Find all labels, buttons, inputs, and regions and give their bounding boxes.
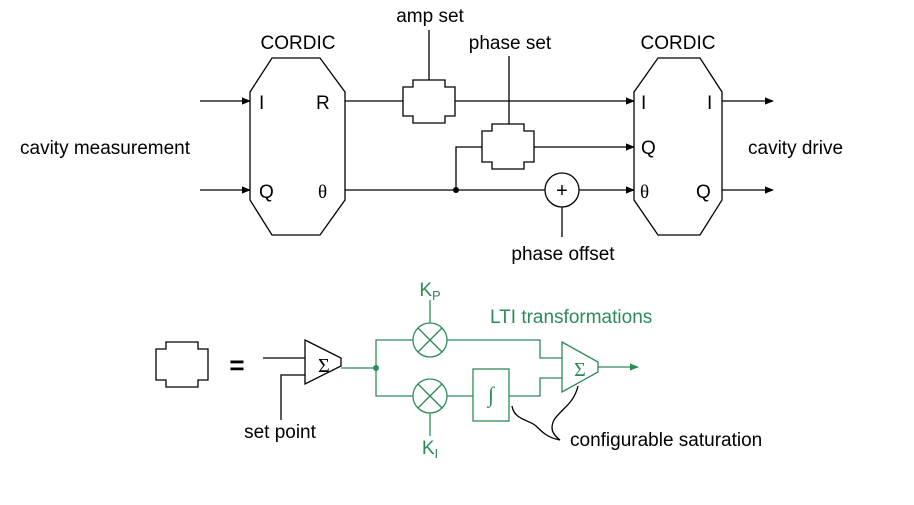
kp-subscript: P [432,288,441,303]
cavity-drive-label: cavity drive [748,138,843,159]
saturation-curve-output [551,385,579,441]
lti-label: LTI transformations [490,307,652,328]
phase-set-label: phase set [469,33,552,54]
cordic-left-port-theta: θ [318,182,327,203]
error-sigma-symbol: Σ [318,355,330,377]
cordic-right-port-q-in: Q [641,138,656,159]
cavity-measurement-label: cavity measurement [20,138,191,159]
phase-controller-block [481,123,535,170]
cordic-right-port-i-out: I [707,93,712,114]
output-sigma-symbol: Σ [574,359,586,381]
phase-adder: + [544,172,580,208]
amp-set-label: amp set [396,6,464,27]
ki-base: K [422,438,435,459]
cordic-right-port-i-in: I [641,93,646,114]
proportional-branch-wire [375,339,413,368]
integral-to-sum-wire [509,377,562,397]
theta-to-phase-wire [455,146,482,190]
proportional-to-sum-wire [447,339,562,359]
cordic-right: CORDIC I Q θ I Q [633,33,723,236]
integral-symbol: ∫ [486,382,496,408]
kp-multiplier [412,322,448,358]
cordic-right-port-theta-in: θ [640,182,649,203]
cordic-left-port-i: I [259,93,264,114]
adder-plus-symbol: + [556,180,568,202]
kp-label: KP [419,280,440,303]
ki-label: KI [422,438,438,461]
ki-subscript: I [435,446,439,461]
integrator-block: ∫ [472,368,510,422]
cordic-right-title: CORDIC [641,33,716,54]
saturation-curve-integrator [511,405,561,441]
phase-offset-label: phase offset [511,244,615,265]
ki-multiplier [412,378,448,414]
amp-controller-block [402,79,456,124]
set-point-label: set point [244,422,317,443]
equals-sign: = [229,350,244,380]
output-summing-block: Σ [561,340,599,394]
controller-symbol-legend [155,341,209,388]
cordic-left-title: CORDIC [261,33,336,54]
cordic-left-port-q: Q [259,182,274,203]
configurable-saturation-label: configurable saturation [570,430,762,451]
kp-base: K [419,280,432,301]
set-point-wire [280,374,305,420]
integral-branch-wire [375,368,413,397]
error-summing-block: Σ [304,338,342,386]
cordic-right-port-q-out: Q [696,182,711,203]
cordic-left-port-r: R [316,93,330,114]
cordic-left: CORDIC I Q R θ [249,33,346,236]
